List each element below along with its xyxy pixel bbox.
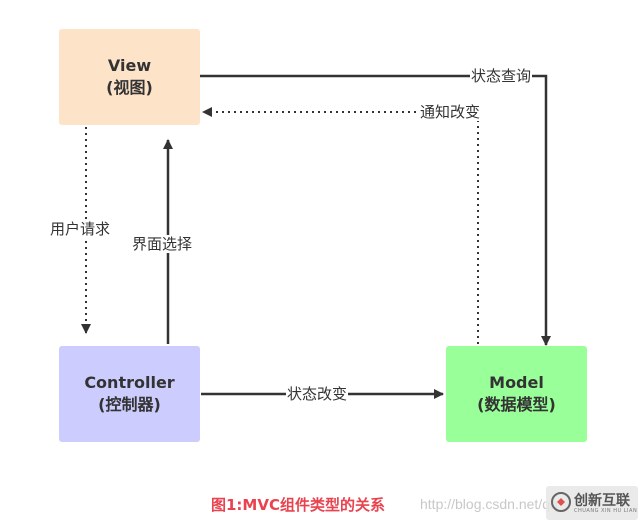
- label-notify-change: 通知改变: [419, 103, 482, 121]
- logo-text: 创新互联: [574, 493, 630, 509]
- edge-state-query: [200, 74, 551, 346]
- watermark-url: http://blog.csdn.net/qq: [420, 496, 558, 512]
- figure-caption: 图1:MVC组件类型的关系: [211, 496, 385, 514]
- controller-node: Controller (控制器): [59, 346, 200, 442]
- label-state-query: 状态查询: [470, 67, 533, 85]
- watermark-logo: 创新互联 CHUANG XIN HU LIAN: [546, 486, 638, 520]
- view-title: View: [107, 56, 152, 75]
- controller-title: Controller: [84, 373, 175, 392]
- label-user-request: 用户请求: [49, 220, 112, 238]
- logo-icon: [551, 492, 571, 512]
- model-subtitle: (数据模型): [477, 395, 556, 414]
- edge-notify-change: [202, 107, 479, 344]
- logo-subtext: CHUANG XIN HU LIAN: [574, 508, 638, 514]
- view-node: View (视图): [59, 29, 200, 125]
- view-subtitle: (视图): [106, 78, 153, 97]
- label-ui-select: 界面选择: [131, 235, 194, 253]
- label-state-change: 状态改变: [286, 385, 349, 403]
- controller-subtitle: (控制器): [98, 395, 161, 414]
- model-node: Model (数据模型): [446, 346, 587, 442]
- model-title: Model: [489, 373, 544, 392]
